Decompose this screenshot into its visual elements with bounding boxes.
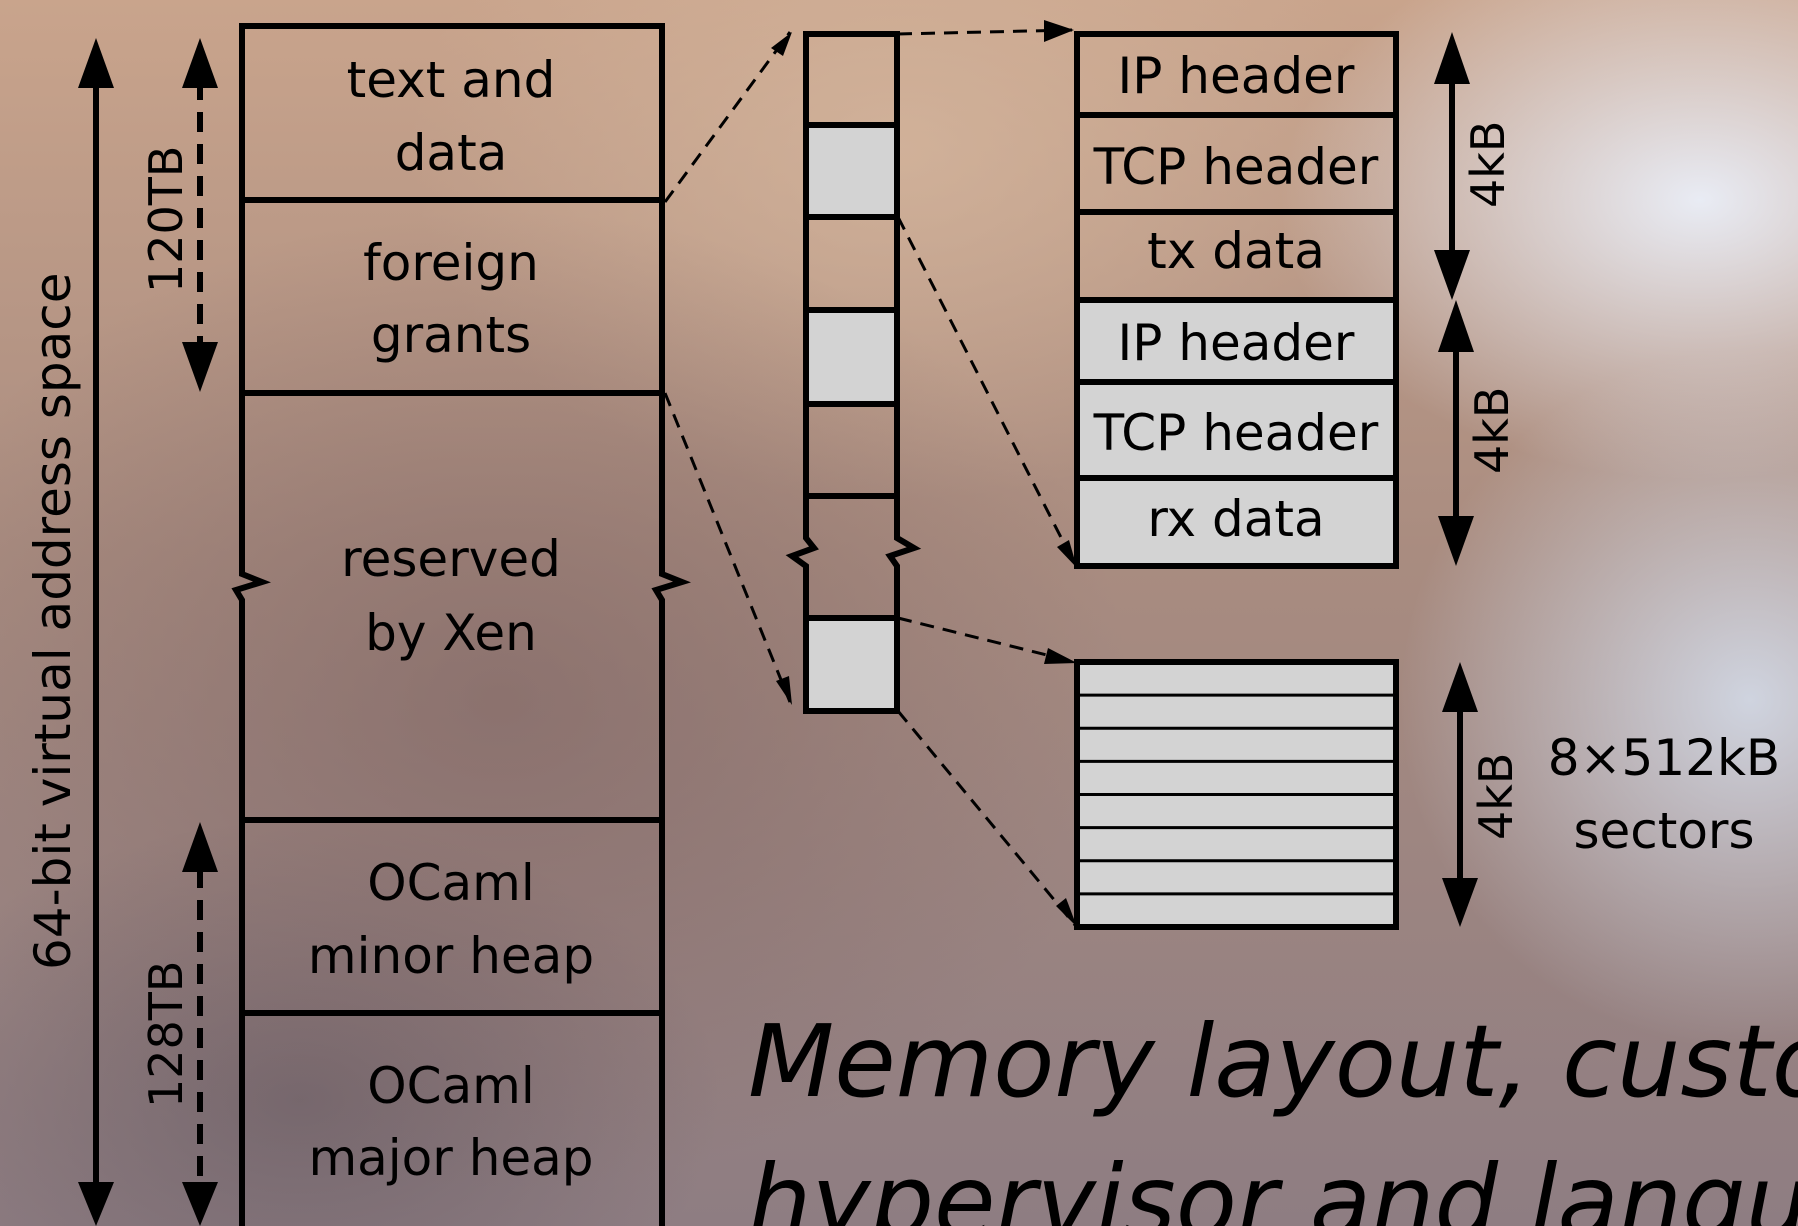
- rx-size-arrow: [1438, 300, 1474, 566]
- arrow-stack-to-tx: [897, 28, 1073, 36]
- tx-row-tx-data: tx data: [1147, 222, 1325, 280]
- svg-text:major heap: major heap: [308, 1129, 593, 1187]
- arrow-textdata-to-stack: [663, 31, 792, 203]
- svg-text:text and: text and: [347, 51, 556, 109]
- svg-text:grants: grants: [371, 306, 531, 364]
- range-128tb-label: 128TB: [139, 961, 193, 1108]
- arrow-stack-to-sector-top: [897, 616, 1076, 664]
- rx-packet-page: [1074, 297, 1399, 569]
- svg-text:data: data: [395, 124, 508, 182]
- connector-arrowheads: [771, 20, 1077, 927]
- caption-line2: hypervisor and language: [748, 1143, 1798, 1226]
- tx-row-ip-header: IP header: [1118, 47, 1355, 105]
- svg-text:by Xen: by Xen: [365, 604, 537, 662]
- svg-text:reserved: reserved: [341, 530, 561, 588]
- page-3: [803, 214, 900, 313]
- rx-row-tcp-header: TCP header: [1093, 404, 1379, 462]
- address-space-column: [231, 23, 692, 1226]
- svg-text:minor heap: minor heap: [308, 927, 594, 985]
- page-stack: [785, 31, 922, 714]
- block-ocaml-major-heap: OCaml major heap: [308, 1057, 593, 1187]
- tx-row-tcp-header: TCP header: [1093, 138, 1379, 196]
- arrow-grants-to-stack: [663, 392, 792, 703]
- sector-size-arrow: [1442, 662, 1478, 927]
- rx-size-label: 4kB: [1465, 387, 1519, 474]
- sector-note-line2: sectors: [1573, 802, 1754, 860]
- range-120tb-arrow: [182, 38, 218, 392]
- page-2: [803, 122, 900, 220]
- page-7: [803, 615, 900, 714]
- sector-note-line1: 8×512kB: [1548, 729, 1780, 787]
- page-1: [803, 31, 900, 128]
- page-6: [785, 493, 922, 621]
- sector-divider-lines: [1077, 693, 1396, 896]
- rx-row-ip-header: IP header: [1118, 314, 1355, 372]
- tx-size-label: 4kB: [1461, 121, 1515, 208]
- page-4: [803, 307, 900, 407]
- sector-size-label: 4kB: [1469, 753, 1523, 840]
- block-foreign-grants: foreign grants: [363, 234, 539, 364]
- tx-size-arrow: [1434, 32, 1470, 300]
- range-120tb-label: 120TB: [139, 146, 193, 293]
- svg-text:OCaml: OCaml: [367, 1057, 535, 1115]
- range-128tb-arrow: [182, 822, 218, 1226]
- connector-arrows: [663, 28, 1077, 926]
- svg-text:OCaml: OCaml: [367, 854, 535, 912]
- page-5: [803, 401, 900, 499]
- caption-line1: Memory layout, customi: [748, 1003, 1798, 1120]
- block-ocaml-minor-heap: OCaml minor heap: [308, 854, 594, 985]
- arrow-stack-to-sector-bottom: [896, 710, 1077, 926]
- rx-row-rx-data: rx data: [1147, 490, 1324, 548]
- address-space-label: 64-bit virtual address space: [24, 272, 82, 970]
- arrow-stack-to-rx: [896, 216, 1077, 566]
- block-text-and-data: text and data: [347, 51, 556, 182]
- address-space-arrow: [78, 38, 114, 1226]
- block-reserved-by-xen: reserved by Xen: [341, 530, 561, 662]
- svg-text:foreign: foreign: [363, 234, 539, 292]
